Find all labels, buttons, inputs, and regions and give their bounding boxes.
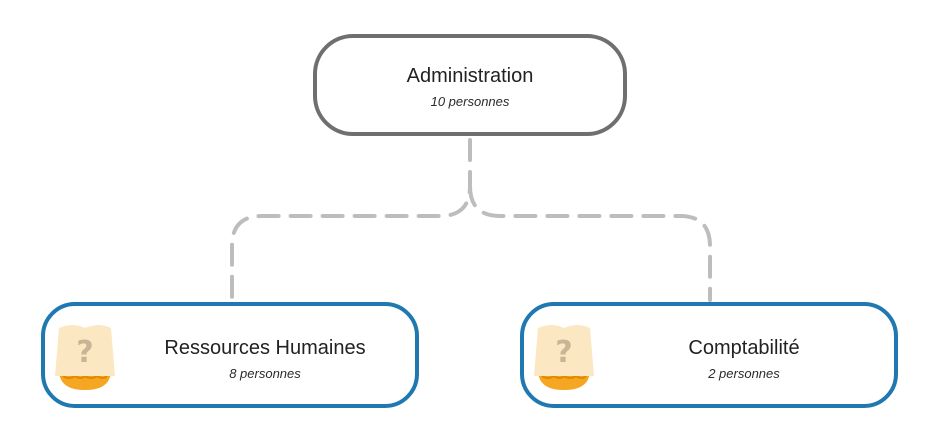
node-ressources-humaines[interactable]: ? Ressources Humaines 8 personnes bbox=[41, 302, 419, 408]
node-ressources-humaines-text: Ressources Humaines 8 personnes bbox=[115, 336, 415, 384]
node-comptabilite-text: Comptabilité 2 personnes bbox=[594, 336, 894, 384]
unknown-person-icon: ? bbox=[55, 325, 115, 390]
node-headcount: 8 personnes bbox=[229, 366, 301, 381]
node-title: Administration bbox=[406, 65, 534, 87]
node-comptabilite[interactable]: ? Comptabilité 2 personnes bbox=[520, 302, 898, 408]
node-administration-text: Administration 10 personnes bbox=[317, 64, 623, 112]
svg-text:?: ? bbox=[555, 335, 572, 370]
connector-root-to-compta bbox=[468, 184, 712, 302]
unknown-person-icon: ? bbox=[534, 325, 594, 390]
svg-text:?: ? bbox=[76, 335, 93, 370]
connector-root-to-hr bbox=[230, 138, 472, 302]
node-administration[interactable]: Administration 10 personnes bbox=[313, 34, 627, 136]
node-title: Comptabilité bbox=[688, 337, 800, 359]
node-title: Ressources Humaines bbox=[164, 337, 366, 359]
node-headcount: 2 personnes bbox=[708, 366, 780, 381]
node-headcount: 10 personnes bbox=[430, 94, 510, 109]
